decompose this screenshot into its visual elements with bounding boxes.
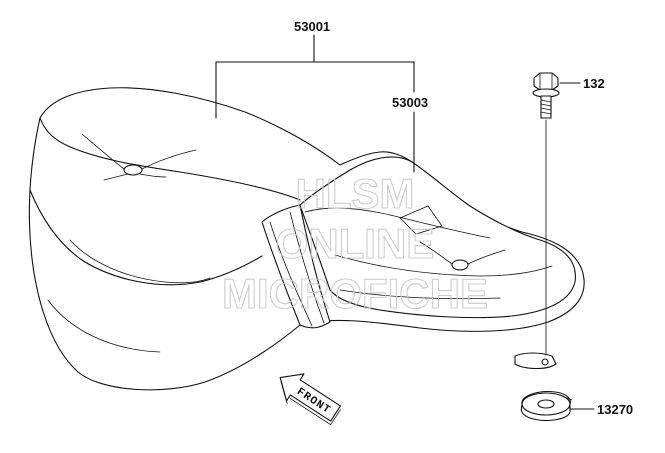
label-53003: 53003 bbox=[392, 95, 428, 110]
front-direction-arrow: FRONT bbox=[279, 373, 341, 426]
driver-seat-lower-edge bbox=[47, 299, 161, 353]
leader-lines bbox=[215, 34, 595, 410]
bolt-part bbox=[532, 72, 560, 119]
passenger-seat-top-edge bbox=[304, 207, 491, 239]
passenger-seat-button bbox=[419, 241, 506, 271]
label-132: 132 bbox=[583, 76, 605, 91]
seat-strap-band bbox=[261, 204, 331, 329]
driver-seat-side bbox=[29, 189, 263, 286]
driver-seat-button bbox=[81, 133, 197, 181]
passenger-seat-pad bbox=[299, 156, 576, 319]
seat-illustration bbox=[28, 87, 585, 391]
passenger-seat-wedge bbox=[399, 205, 443, 235]
seat-mounting-tab bbox=[514, 352, 557, 370]
passenger-seat-piping bbox=[334, 254, 553, 277]
driver-seat-contour bbox=[39, 117, 301, 201]
label-13270: 13270 bbox=[597, 402, 633, 417]
leader-53001 bbox=[215, 34, 415, 119]
label-53001: 53001 bbox=[294, 19, 330, 34]
watermark-line-3: MICROFICHE bbox=[222, 270, 488, 317]
washer-part bbox=[520, 391, 573, 421]
watermark-line-1: HLSM bbox=[296, 170, 415, 217]
driver-seat-piping bbox=[69, 239, 211, 284]
front-arrow-shape bbox=[279, 373, 341, 422]
watermark: HLSM ONLINE MICROFICHE bbox=[221, 169, 488, 317]
watermark-line-2: ONLINE bbox=[276, 220, 435, 267]
